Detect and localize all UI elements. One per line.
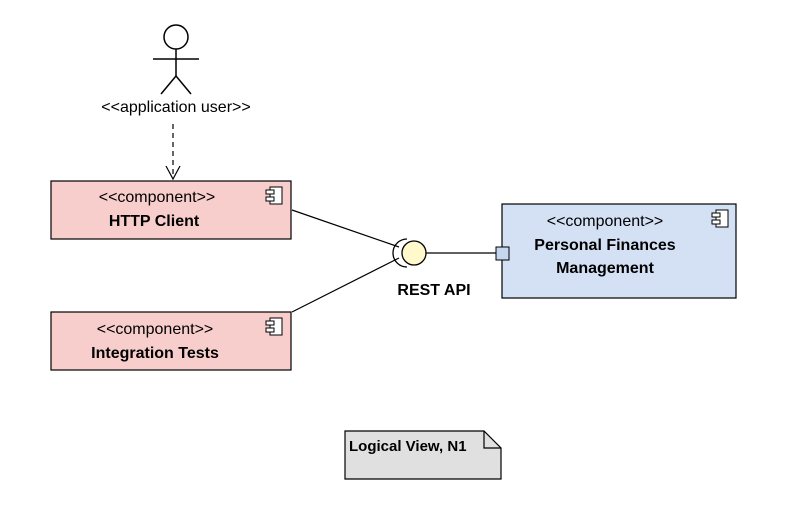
component-icon [265,186,283,205]
note-text: Logical View, N1 [349,438,467,455]
component-icon [265,317,283,336]
component-stereotype: <<component>> [97,321,214,338]
component-stereotype: <<component>> [99,189,216,206]
personal-finances-management-component[interactable]: <<component>> Personal Finances Manageme… [495,203,737,299]
http-client-component[interactable]: <<component>> HTTP Client [50,180,292,240]
component-name-line2: Management [556,260,654,277]
port [495,246,510,261]
component-name-line1: Personal Finances [534,237,675,254]
interface-label: REST API [397,282,470,299]
application-user-actor: <<application user>> [101,24,251,116]
logical-view-note: Logical View, N1 [344,430,502,480]
integration-tests-component[interactable]: <<component>> Integration Tests [50,311,292,371]
ball-and-socket-icon [392,238,427,268]
component-stereotype: <<component>> [547,213,664,230]
component-name: HTTP Client [109,213,200,230]
component-name: Integration Tests [91,345,219,362]
stick-figure-icon [153,24,199,95]
component-icon [711,209,729,228]
rest-api-interface[interactable]: REST API [392,238,471,299]
connector-lines [291,209,496,313]
actor-label: <<application user>> [101,99,250,116]
dependency-arrow [165,124,181,181]
